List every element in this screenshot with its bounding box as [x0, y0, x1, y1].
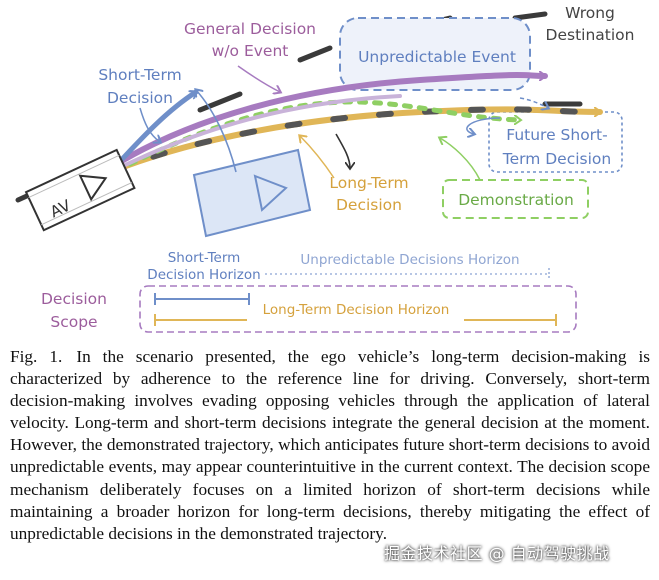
short-term-horizon-label-2: Decision Horizon	[147, 267, 260, 283]
figure-diagram: General Decision w/o Event Wrong Destina…	[15, 4, 635, 333]
unpredictable-horizon-label: Unpredictable Decisions Horizon	[300, 252, 519, 268]
demonstration-leader	[440, 138, 481, 181]
unpredictable-event-label: Unpredictable Event	[358, 48, 516, 66]
future-short-term-label-1: Future Short-	[506, 126, 607, 144]
future-short-term-box	[488, 111, 623, 173]
general-decision-label-2: w/o Event	[212, 42, 289, 60]
dark-arrow	[335, 133, 350, 168]
general-decision-leader	[237, 65, 280, 92]
general-decision-trajectory	[107, 75, 548, 171]
short-term-horizon-bar	[154, 293, 250, 305]
short-term-leader	[139, 107, 160, 142]
short-term-horizon-label-1: Short-Term	[168, 250, 241, 266]
long-term-horizon-bar	[154, 314, 557, 326]
watermark: 掘金技术社区 @ 自动驾驶挑战	[384, 544, 610, 563]
general-decision-trajectory-light	[113, 94, 402, 172]
decision-scope-box	[139, 285, 577, 333]
general-decision-label-1: General Decision	[184, 20, 316, 38]
future-decision-loop	[466, 117, 501, 134]
future-short-term-label-2: Term Decision	[502, 150, 612, 168]
ego-vehicle	[24, 148, 136, 232]
figure-label: Fig. 1.	[10, 347, 63, 366]
short-term-decision-label-2: Decision	[107, 89, 173, 107]
opposing-arrow	[196, 90, 237, 173]
demonstration-box	[442, 179, 589, 219]
wrong-destination-label-1: Wrong	[565, 4, 615, 22]
long-term-horizon-label: Long-Term Decision Horizon	[263, 302, 450, 318]
short-term-decision-label-1: Short-Term	[98, 66, 181, 84]
long-term-decision-label-1: Long-Term	[329, 174, 408, 192]
long-term-leader	[300, 136, 335, 179]
long-term-decision-label-2: Decision	[336, 196, 402, 214]
opposing-vehicle	[192, 148, 312, 238]
decision-scope-label-2: Scope	[50, 313, 97, 331]
caption-text: In the scenario presented, the ego vehic…	[10, 347, 650, 543]
decision-scope-label-1: Decision	[41, 290, 107, 308]
future-decision-curve	[519, 97, 548, 108]
diagram-canvas: General Decision w/o Event Wrong Destina…	[15, 4, 635, 333]
unpredictable-event-box	[339, 17, 531, 91]
wrong-destination-label-2: Destination	[546, 26, 635, 44]
long-term-trajectory	[107, 106, 603, 175]
figure-caption: Fig. 1.In the scenario presented, the eg…	[10, 346, 650, 545]
demonstration-label: Demonstration	[458, 191, 574, 209]
